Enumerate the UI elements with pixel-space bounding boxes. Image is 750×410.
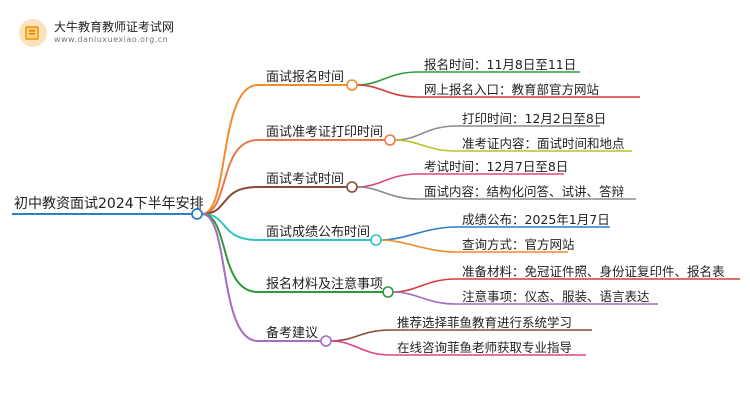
leaf-link — [394, 139, 457, 152]
branch-node-circle[interactable] — [346, 181, 358, 193]
branch-node-circle[interactable] — [382, 286, 394, 298]
branch-label: 面试准考证打印时间 — [266, 125, 384, 140]
branch-label: 面试考试时间 — [266, 172, 345, 187]
leaf-link — [356, 71, 419, 86]
branch-link — [201, 213, 259, 293]
branch-node-circle[interactable] — [370, 234, 382, 246]
branch-label: 面试报名时间 — [266, 70, 345, 85]
logo: 大牛教育教师证考试网 www.daniuxuexiao.org.cn — [18, 16, 218, 52]
leaf-link — [356, 84, 419, 98]
leaf-label: 网上报名入口：教育部官方网站 — [424, 82, 600, 97]
leaf-link — [330, 329, 392, 342]
leaf-link — [394, 125, 457, 141]
branch-label: 面试成绩公布时间 — [266, 225, 371, 240]
leaf-label: 考试时间：12月7日至8日 — [424, 159, 569, 174]
branch-link — [201, 139, 259, 215]
branch-link — [201, 213, 259, 241]
leaf-link — [330, 340, 392, 356]
branch-label: 报名材料及注意事项 — [266, 277, 384, 292]
mindmap-links — [12, 71, 740, 356]
branch-node-circle[interactable] — [384, 134, 396, 146]
book-logo-icon — [19, 19, 47, 47]
mindmap-nodes — [191, 79, 396, 347]
leaf-label: 推荐选择菲鱼教育进行系统学习 — [397, 315, 573, 330]
leaf-label: 打印时间：12月2日至8日 — [462, 111, 607, 126]
branch-label: 备考建议 — [266, 326, 319, 341]
root-node-label: 初中教资面试2024下半年安排 — [14, 196, 204, 212]
leaf-label: 准备材料：免冠证件照、身份证复印件、报名表 — [462, 264, 725, 279]
branch-link — [201, 213, 259, 342]
leaf-link — [392, 278, 457, 293]
leaf-link — [356, 173, 419, 188]
leaf-label: 报名时间：11月8日至11日 — [424, 57, 577, 72]
leaf-label: 面试内容：结构化问答、试讲、答辩 — [424, 184, 625, 199]
leaf-link — [392, 291, 457, 305]
leaf-label: 注意事项：仪态、服装、语言表达 — [462, 289, 650, 304]
logo-title: 大牛教育教师证考试网 — [54, 20, 175, 34]
branch-node-circle[interactable] — [320, 335, 332, 347]
leaf-link — [356, 186, 419, 200]
leaf-label: 成绩公布：2025年1月7日 — [462, 212, 610, 227]
logo-url: www.daniuxuexiao.org.cn — [54, 35, 169, 44]
root-node-circle[interactable] — [191, 208, 203, 220]
leaf-label: 查询方式：官方网站 — [462, 237, 575, 252]
leaf-link — [380, 226, 457, 241]
branch-link — [201, 186, 259, 215]
leaf-label: 在线咨询菲鱼老师获取专业指导 — [397, 340, 573, 355]
leaf-link — [380, 239, 457, 253]
branch-link — [201, 84, 259, 215]
leaf-label: 准考证内容：面试时间和地点 — [462, 136, 625, 151]
branch-node-circle[interactable] — [346, 79, 358, 91]
